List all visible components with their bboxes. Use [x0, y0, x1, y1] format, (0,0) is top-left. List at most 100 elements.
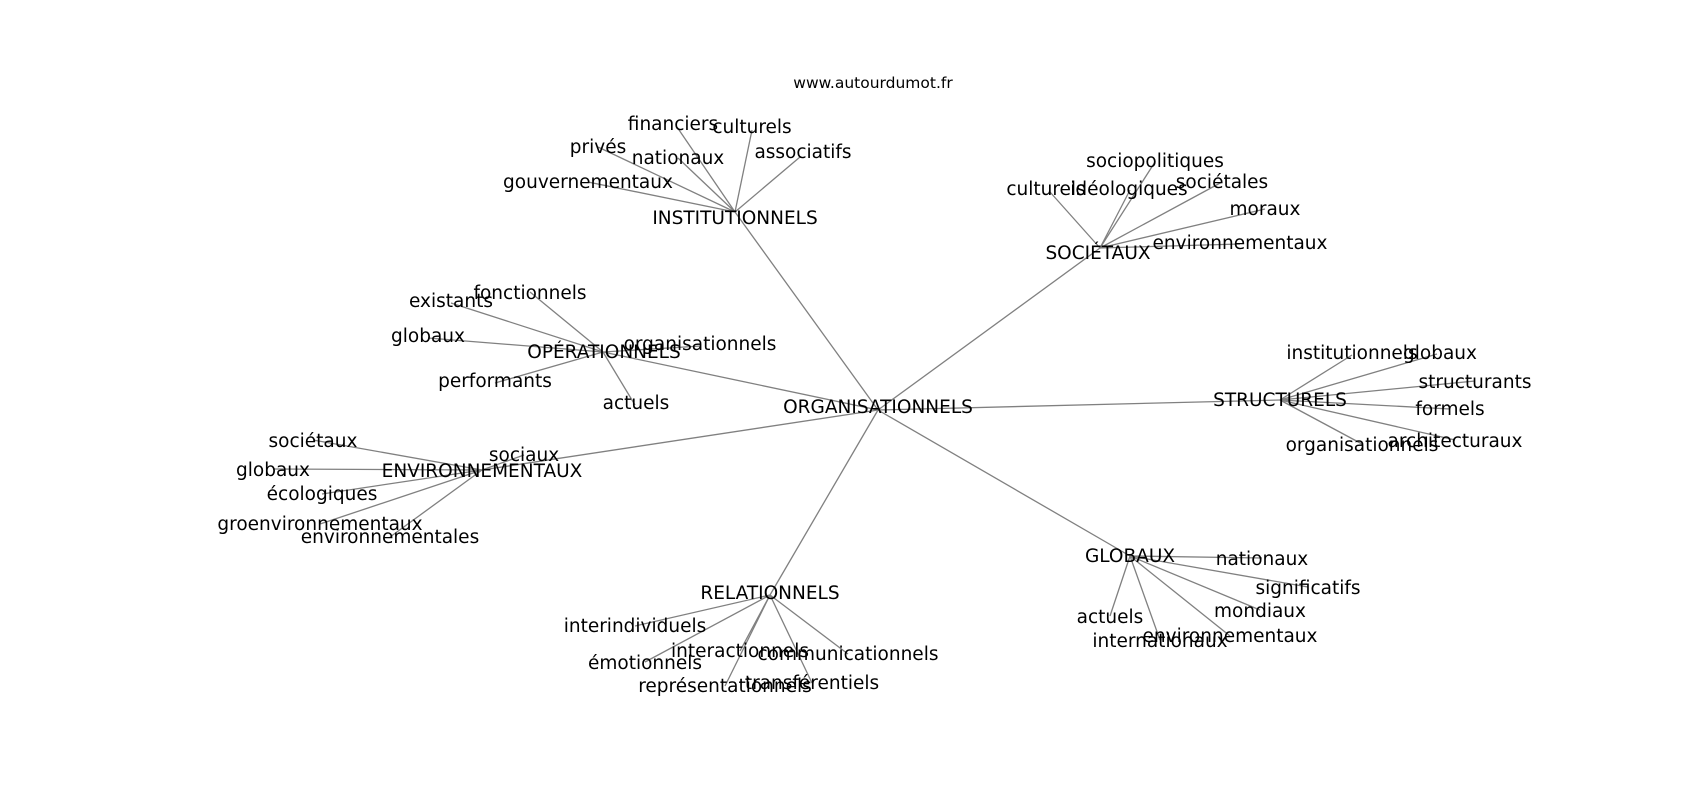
edge-societaux-leaf-0: [1099, 161, 1156, 249]
leaf-label-structurels-0: institutionnels: [1286, 343, 1417, 364]
edge-center-institutionnels: [734, 211, 879, 411]
leaf-label-environnementaux-4: groenvironnementaux: [217, 514, 422, 535]
edge-structurels-leaf-5: [1279, 399, 1363, 445]
leaf-label-environnementaux-1: sociaux: [489, 445, 559, 466]
leaf-label-operationnels-0: fonctionnels: [473, 283, 586, 304]
leaf-label-structurels-1: globaux: [1403, 343, 1477, 364]
edge-operationnels-leaf-4: [494, 351, 604, 384]
edge-institutionnels-leaf-0: [676, 126, 736, 213]
edge-institutionnels-leaf-2: [597, 146, 736, 213]
leaf-label-societaux-3: sociétales: [1176, 172, 1268, 193]
edge-globaux-leaf-4: [1129, 555, 1161, 641]
edge-institutionnels-leaf-5: [587, 181, 736, 213]
leaf-label-institutionnels-4: associatifs: [754, 142, 851, 163]
leaf-label-environnementaux-3: écologiques: [267, 484, 378, 505]
leaf-label-relationnels-4: représentationnels: [638, 676, 812, 697]
leaf-label-globaux-3: actuels: [1077, 607, 1144, 628]
leaf-label-environnementaux-0: sociétaux: [269, 431, 358, 452]
leaf-label-operationnels-4: performants: [438, 371, 552, 392]
edge-operationnels-leaf-5: [602, 351, 636, 406]
edge-center-structurels: [877, 399, 1281, 411]
edge-relationnels-leaf-4: [724, 594, 771, 687]
leaf-label-operationnels-3: organisationnels: [624, 334, 777, 355]
leaf-label-relationnels-3: émotionnels: [588, 653, 702, 674]
edge-operationnels-leaf-0: [529, 291, 604, 353]
leaf-label-institutionnels-5: gouvernementaux: [503, 172, 673, 193]
leaf-label-structurels-2: structurants: [1419, 372, 1532, 393]
edge-societaux-leaf-5: [1099, 243, 1241, 249]
edge-operationnels-leaf-3: [602, 345, 702, 353]
hub-label-structurels: STRUCTURELS: [1213, 390, 1347, 411]
edge-center-societaux: [877, 247, 1101, 411]
edge-structurels-leaf-1: [1279, 353, 1438, 401]
edge-structurels-leaf-2: [1279, 380, 1476, 401]
hub-label-operationnels: OPÉRATIONNELS: [527, 341, 680, 363]
leaf-label-structurels-5: organisationnels: [1286, 435, 1439, 456]
edge-environnementaux-leaf-1: [481, 454, 525, 471]
leaf-label-operationnels-1: existants: [409, 291, 493, 312]
leaf-label-globaux-4: internationaux: [1092, 631, 1227, 652]
leaf-label-societaux-5: environnementaux: [1153, 233, 1328, 254]
leaf-label-structurels-4: architecturaux: [1388, 431, 1523, 452]
leaf-label-operationnels-2: globaux: [391, 326, 465, 347]
edge-relationnels-leaf-3: [644, 594, 771, 663]
leaf-label-societaux-2: idéologiques: [1070, 179, 1187, 200]
edge-structurels-leaf-3: [1279, 399, 1451, 410]
edge-relationnels-leaf-0: [634, 594, 771, 627]
edge-environnementaux-leaf-5: [389, 469, 483, 538]
edge-globaux-leaf-2: [1129, 555, 1261, 611]
edge-environnementaux-leaf-4: [319, 469, 483, 525]
edge-globaux-leaf-5: [1129, 555, 1231, 637]
edge-relationnels-leaf-2: [769, 594, 849, 655]
leaf-label-institutionnels-0: financiers: [628, 114, 718, 135]
center-node-label: ORGANISATIONNELS: [783, 397, 973, 418]
leaf-label-institutionnels-1: culturels: [712, 117, 791, 138]
leaf-label-environnementaux-5: environnementales: [301, 527, 479, 548]
leaf-label-institutionnels-3: nationaux: [632, 148, 725, 169]
leaf-label-societaux-0: sociopolitiques: [1086, 151, 1224, 172]
leaf-label-globaux-5: environnementaux: [1143, 626, 1318, 647]
leaf-label-societaux-1: culturels: [1006, 179, 1085, 200]
leaf-label-environnementaux-2: globaux: [236, 460, 310, 481]
leaf-label-operationnels-5: actuels: [603, 393, 670, 414]
edge-institutionnels-leaf-4: [734, 156, 801, 213]
edge-societaux-leaf-4: [1099, 208, 1266, 249]
edge-environnementaux-leaf-2: [272, 468, 483, 471]
leaf-label-relationnels-5: transférentiels: [745, 673, 879, 694]
leaf-label-globaux-2: mondiaux: [1214, 601, 1306, 622]
edge-globaux-leaf-3: [1109, 555, 1131, 617]
edge-institutionnels-leaf-1: [734, 129, 753, 213]
edge-center-relationnels: [769, 409, 879, 596]
leaf-label-societaux-4: moraux: [1230, 199, 1301, 220]
edge-environnementaux-leaf-0: [312, 439, 483, 471]
leaf-label-globaux-0: nationaux: [1216, 549, 1309, 570]
edge-societaux-leaf-3: [1099, 181, 1223, 249]
edge-institutionnels-leaf-3: [677, 157, 736, 213]
leaf-label-relationnels-2: communicationnels: [758, 644, 939, 665]
edge-structurels-leaf-4: [1279, 399, 1456, 441]
edges-layer: [272, 126, 1476, 687]
edge-center-globaux: [877, 409, 1131, 557]
hub-label-environnementaux: ENVIRONNEMENTAUX: [382, 461, 583, 482]
edge-relationnels-leaf-5: [769, 594, 813, 684]
leaf-label-globaux-1: significatifs: [1255, 578, 1360, 599]
edge-societaux-leaf-1: [1049, 191, 1101, 249]
edge-structurels-leaf-0: [1279, 354, 1353, 401]
watermark-text: www.autourdumot.fr: [793, 74, 953, 92]
edge-societaux-leaf-2: [1099, 189, 1131, 249]
edge-center-environnementaux: [481, 409, 879, 471]
hub-label-societaux: SOCIÉTAUX: [1045, 242, 1150, 264]
leaf-label-relationnels-0: interindividuels: [564, 616, 707, 637]
edge-environnementaux-leaf-3: [321, 469, 483, 495]
leaf-label-structurels-3: formels: [1415, 399, 1484, 420]
hub-label-relationnels: RELATIONNELS: [700, 583, 839, 604]
edge-operationnels-leaf-1: [450, 302, 604, 353]
labels-layer: ORGANISATIONNELS INSTITUTIONNELS financier…: [217, 114, 1531, 697]
leaf-label-institutionnels-2: privés: [570, 137, 626, 158]
leaf-label-relationnels-1: interactionnels: [671, 641, 809, 662]
edge-operationnels-leaf-2: [427, 337, 604, 353]
edge-globaux-leaf-0: [1129, 555, 1263, 559]
hub-label-institutionnels: INSTITUTIONNELS: [652, 208, 817, 229]
edge-center-operationnels: [602, 351, 879, 411]
